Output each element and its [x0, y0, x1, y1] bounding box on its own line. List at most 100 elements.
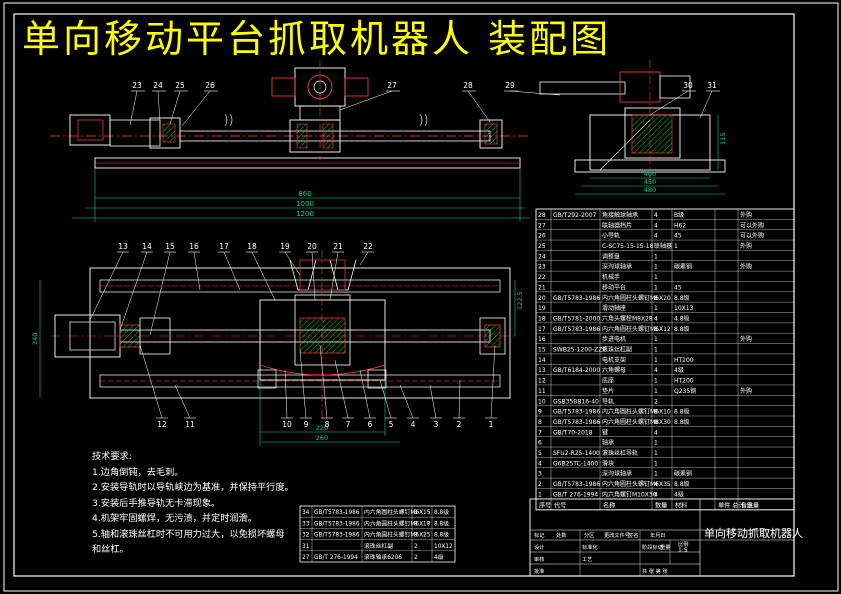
bom-cell: 13: [538, 367, 546, 374]
title-block-label: 分区: [584, 531, 594, 539]
bom-cell: 1: [654, 284, 658, 291]
bom-cell: 1: [654, 388, 658, 395]
bom-cell: 4: [654, 481, 658, 488]
lower-table-cell: 8.8级: [434, 519, 449, 527]
bom-cell: 1: [654, 440, 658, 447]
bom-cell: 10: [538, 398, 546, 405]
bom-cell: 17: [538, 326, 546, 333]
bom-cell: 9: [538, 409, 542, 416]
note-2: 2.安装导轨时以导轨峡边为基准，并保持平行度。: [92, 482, 294, 493]
balloon-14: 14: [142, 242, 152, 251]
bom-cell: 10X13: [674, 305, 694, 312]
bom-cell: 电机支架: [602, 356, 626, 364]
bom-cell: 内六角圆柱头螺钉M6X10: [602, 408, 671, 416]
bom-cell: 12: [538, 378, 546, 385]
bom-cell: 内六角圆柱头螺钉M6X20: [602, 294, 671, 302]
title-block-label: 阶段标记: [642, 543, 663, 551]
drawing-title: 单向移动平台抓取机器人 装配图: [22, 17, 612, 61]
bom-cell: 4.8级: [674, 314, 690, 322]
lower-table-cell: 内六角圆柱头螺钉M6X18: [364, 519, 431, 527]
bom-cell: 2: [538, 481, 542, 488]
bom-header-cell: 单件 总计 重量: [718, 501, 759, 509]
title-block-label: 签名: [628, 531, 638, 539]
bom-cell: 调整盘: [602, 252, 620, 260]
bom-cell: GB/T70-2018: [553, 429, 593, 436]
bom-cell: 外购: [740, 242, 752, 250]
lower-table-cell: 8: [414, 521, 418, 527]
lower-table-cell: 4级: [434, 553, 444, 561]
bom-cell: 8: [654, 409, 658, 416]
bom-cell: GB/T292-2007: [553, 212, 597, 219]
title-block-label: 处数: [556, 531, 567, 539]
bom-cell: 7: [538, 429, 542, 436]
bom-cell: 1: [654, 264, 658, 271]
lower-table-cell: 内六角圆柱头螺钉M6X15: [364, 508, 431, 516]
title-block-drawing-name: 单向移动抓取机器人: [704, 526, 803, 540]
bom-cell: 内六角圆柱头螺钉M6X12: [602, 325, 671, 333]
balloon-11: 11: [185, 420, 195, 429]
bom-cell: 外购: [740, 335, 752, 343]
bom-header-cell: 材料: [675, 501, 687, 509]
bom-cell: 27: [538, 222, 546, 229]
bom-cell: 24: [538, 253, 546, 260]
bom-cell: 3: [538, 471, 542, 478]
balloon-6: 6: [368, 420, 373, 429]
bom-cell: 机械手: [602, 273, 620, 281]
lower-table-cell: GB/T5783-1986: [314, 533, 360, 539]
bom-cell: 外购: [740, 263, 752, 271]
outer-border: [3, 2, 839, 592]
bom-cell: 轴承: [602, 439, 614, 447]
bom-cell: SWB25-1200-ZZP: [553, 347, 606, 354]
bom-cell: 深沟球轴承: [602, 263, 632, 271]
bom-cell: 8.8级: [674, 408, 690, 416]
balloon-26: 26: [205, 81, 215, 90]
bom-cell: 滚珠丝杠导轨: [602, 449, 638, 457]
bom-cell: 8: [538, 419, 542, 426]
bom-cell: 21: [538, 284, 546, 291]
bom-cell: 外购: [740, 211, 752, 219]
balloon-19: 19: [280, 242, 290, 251]
bom-cell: 六角螺母: [602, 366, 626, 374]
bom-cell: 4: [538, 460, 542, 467]
balloon-17: 17: [219, 242, 229, 251]
bom-cell: 16: [538, 336, 546, 343]
balloon-10: 10: [282, 420, 292, 429]
bom-cell: H62: [674, 222, 686, 229]
balloon-13: 13: [118, 242, 128, 251]
bom-cell: 1: [654, 471, 658, 478]
bom-cell: 小导轨: [602, 232, 620, 240]
dim-front-860: 860: [298, 190, 311, 198]
balloon-12: 12: [157, 420, 167, 429]
dim-side-115: 115: [719, 133, 727, 145]
bom-cell: 移动平台: [602, 283, 626, 291]
bom-cell: 8: [654, 419, 658, 426]
lower-table-cell: 8.8级: [434, 508, 449, 516]
dim-front-1200: 1200: [296, 210, 314, 218]
bom-header-cell: 代号: [554, 501, 566, 509]
bom-cell: 4: [654, 491, 658, 498]
lower-table-cell: 滚珠轴承6206: [364, 553, 402, 561]
lower-table-cell: 2: [414, 555, 418, 561]
bom-cell: 导轨: [602, 397, 614, 405]
bom-cell: 8.8级: [674, 325, 690, 333]
bom-cell: 22: [538, 274, 546, 281]
dim-side-480: 480: [644, 186, 656, 194]
bom-cell: 1: [674, 243, 678, 250]
dim-plan-240: 240: [31, 333, 39, 345]
balloon-5: 5: [389, 420, 394, 429]
balloon-18: 18: [247, 242, 257, 251]
bom-cell: GSB35BB16-40: [553, 398, 599, 405]
bom-cell: HT200: [674, 357, 694, 364]
balloon-31: 31: [707, 81, 717, 90]
dim-side-400: 400: [644, 170, 656, 178]
balloon-9: 9: [304, 420, 309, 429]
bom-cell: B级: [674, 211, 684, 219]
bom-cell: 28: [538, 212, 546, 219]
bom-cell: 碳素钢: [674, 263, 692, 271]
title-block-label: 比例: [678, 540, 688, 548]
bom-cell: 1: [654, 305, 658, 312]
